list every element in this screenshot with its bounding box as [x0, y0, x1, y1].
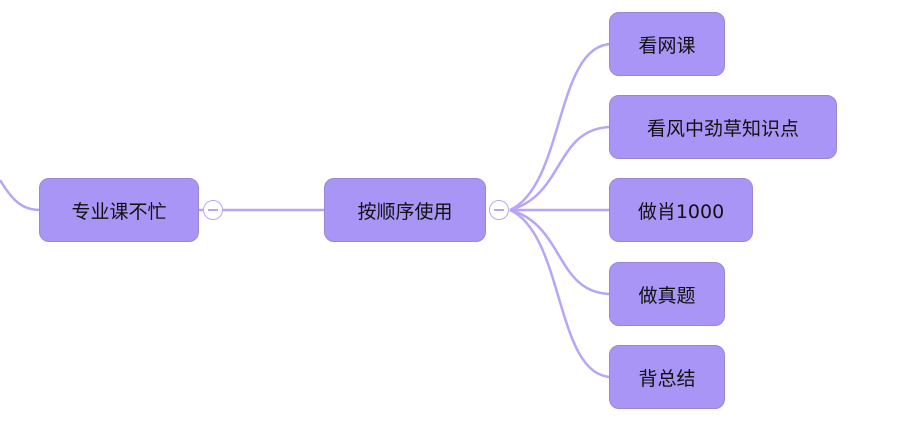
center-node[interactable]: 按顺序使用 [324, 178, 486, 242]
child-node-1[interactable]: 看风中劲草知识点 [609, 95, 837, 159]
minus-icon [494, 209, 504, 211]
parent-node[interactable]: 专业课不忙 [39, 178, 199, 242]
child-node-3-label: 做真题 [638, 284, 696, 307]
child-node-3[interactable]: 做真题 [609, 262, 725, 326]
child-node-0-label: 看网课 [638, 34, 696, 57]
connector-child-0 [509, 42, 613, 212]
child-node-4-label: 背总结 [638, 367, 696, 390]
child-node-2[interactable]: 做肖1000 [609, 178, 753, 242]
parent-node-label: 专业课不忙 [71, 200, 167, 223]
child-node-2-label: 做肖1000 [637, 200, 725, 223]
connector-child-4 [509, 208, 613, 379]
connector-child-3 [509, 208, 613, 296]
minus-icon [208, 209, 218, 211]
child-node-0[interactable]: 看网课 [609, 12, 725, 76]
center-collapse-toggle[interactable] [489, 200, 509, 220]
parent-collapse-toggle[interactable] [203, 200, 223, 220]
connector-child-1 [509, 125, 613, 212]
child-node-4[interactable]: 背总结 [609, 345, 725, 409]
incoming-connector [0, 179, 41, 212]
center-node-label: 按顺序使用 [357, 200, 453, 223]
child-node-1-label: 看风中劲草知识点 [646, 117, 799, 140]
